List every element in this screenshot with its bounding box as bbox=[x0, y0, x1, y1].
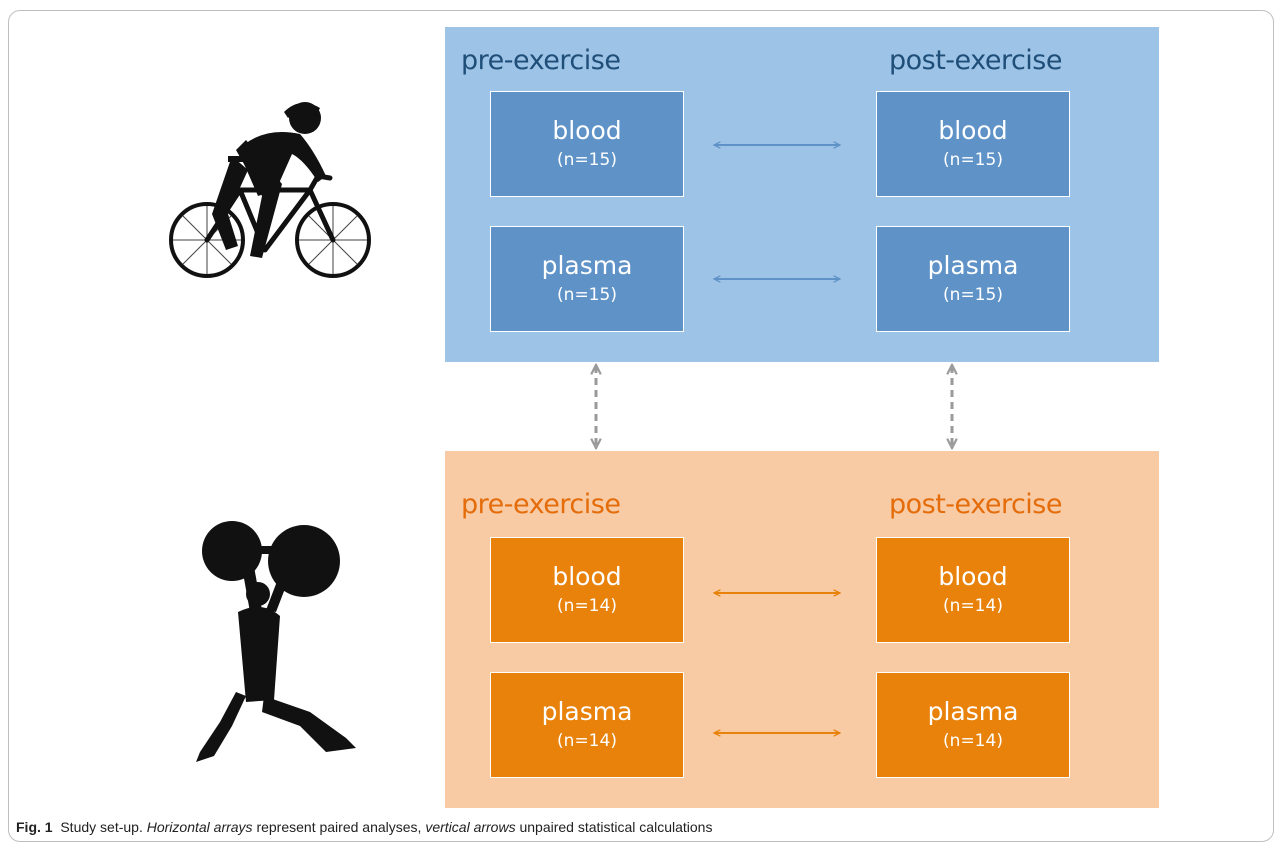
endurance-panel: pre-exercise post-exercise blood (n=15) … bbox=[445, 27, 1159, 362]
endurance-pre-label: pre-exercise bbox=[461, 45, 621, 76]
box-sample-count: (n=15) bbox=[557, 150, 617, 170]
figure-frame bbox=[8, 10, 1274, 842]
box-sample-name: blood bbox=[552, 116, 622, 145]
box-sample-count: (n=15) bbox=[557, 285, 617, 305]
box-sample-count: (n=14) bbox=[557, 731, 617, 751]
box-sample-name: blood bbox=[938, 116, 1008, 145]
caption-figure-label: Fig. 1 bbox=[16, 819, 53, 835]
caption-text: represent paired analyses, bbox=[252, 819, 426, 835]
box-sample-count: (n=15) bbox=[943, 150, 1003, 170]
box-sample-count: (n=14) bbox=[943, 731, 1003, 751]
strength-pre-plasma-box: plasma (n=14) bbox=[490, 672, 684, 778]
caption-italic-term: Horizontal arrays bbox=[146, 819, 253, 835]
box-sample-name: plasma bbox=[927, 697, 1019, 726]
strength-panel: pre-exercise post-exercise blood (n=14) … bbox=[445, 451, 1159, 808]
box-sample-name: plasma bbox=[541, 251, 633, 280]
weightlifter-icon bbox=[196, 521, 356, 762]
box-sample-name: blood bbox=[552, 562, 622, 591]
endurance-post-plasma-box: plasma (n=15) bbox=[876, 226, 1070, 332]
box-sample-name: blood bbox=[938, 562, 1008, 591]
figure-caption: Fig. 1 Study set-up. Horizontal arrays r… bbox=[16, 819, 712, 835]
strength-post-blood-box: blood (n=14) bbox=[876, 537, 1070, 643]
strength-pre-label: pre-exercise bbox=[461, 489, 621, 520]
caption-italic-term: vertical arrows bbox=[425, 819, 516, 835]
box-sample-count: (n=15) bbox=[943, 285, 1003, 305]
box-sample-count: (n=14) bbox=[557, 596, 617, 616]
endurance-pre-blood-box: blood (n=15) bbox=[490, 91, 684, 197]
cyclist-icon bbox=[169, 102, 371, 278]
box-sample-name: plasma bbox=[541, 697, 633, 726]
caption-text: unpaired statistical calculations bbox=[515, 819, 713, 835]
endurance-post-label: post-exercise bbox=[889, 45, 1062, 76]
box-sample-name: plasma bbox=[927, 251, 1019, 280]
strength-post-label: post-exercise bbox=[889, 489, 1062, 520]
box-sample-count: (n=14) bbox=[943, 596, 1003, 616]
strength-pre-blood-box: blood (n=14) bbox=[490, 537, 684, 643]
strength-post-plasma-box: plasma (n=14) bbox=[876, 672, 1070, 778]
endurance-post-blood-box: blood (n=15) bbox=[876, 91, 1070, 197]
endurance-pre-plasma-box: plasma (n=15) bbox=[490, 226, 684, 332]
caption-text: Study set-up. bbox=[60, 819, 147, 835]
